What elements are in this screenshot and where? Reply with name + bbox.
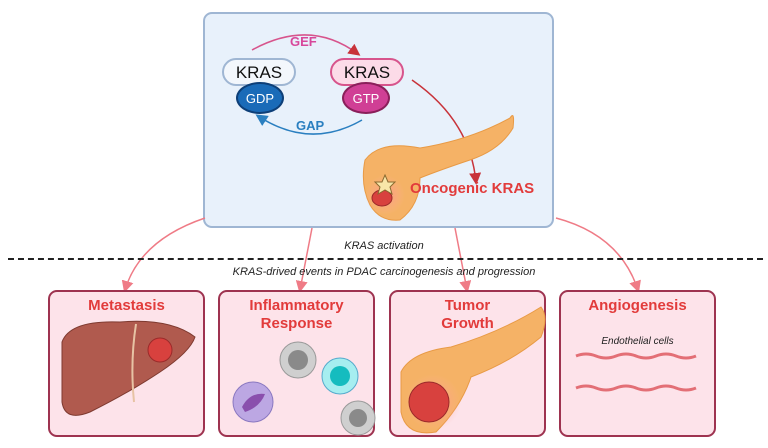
activation-caption: KRAS activation — [344, 240, 424, 252]
gef-label: GEF — [290, 34, 317, 49]
oncogenic-kras-label: Oncogenic KRAS — [410, 180, 535, 197]
divider — [8, 258, 763, 260]
oncogenic-arrow — [411, 79, 482, 185]
card-title: Tumor Growth — [441, 297, 494, 332]
kras-gtp-protein: KRAS — [330, 58, 404, 86]
arrow-to-angiogenesis — [555, 217, 641, 293]
liver-icon — [61, 320, 196, 416]
card-tumor-growth: Tumor Growth — [389, 290, 546, 437]
card-angiogenesis: Angiogenesis Endothelial cells — [559, 290, 716, 437]
gdp-nucleotide: GDP — [236, 82, 284, 114]
events-caption: KRAS-drived events in PDAC carcinogenesi… — [232, 266, 536, 278]
endothelial-cells-icon — [575, 352, 697, 392]
gap-arrow — [255, 114, 363, 135]
card-title: Angiogenesis — [588, 297, 687, 314]
arrow-to-metastasis — [121, 217, 206, 293]
card-metastasis: Metastasis — [48, 290, 205, 437]
gef-arrow — [251, 34, 361, 56]
tumor-icon — [147, 337, 173, 363]
pancreas-tumor-icon — [400, 306, 546, 434]
star-icon — [373, 173, 397, 196]
gap-label: GAP — [296, 118, 325, 133]
immune-cells-icon — [232, 341, 376, 436]
gtp-nucleotide: GTP — [342, 82, 390, 114]
tumor-icon — [408, 381, 450, 423]
endothelial-cells-label: Endothelial cells — [601, 336, 674, 347]
card-inflammatory-response: Inflammatory Response — [218, 290, 376, 437]
kras-gdp-protein: KRAS — [222, 58, 296, 86]
card-title: Metastasis — [88, 297, 165, 314]
card-title: Inflammatory Response — [249, 297, 344, 332]
pancreas-illustration — [362, 115, 515, 221]
